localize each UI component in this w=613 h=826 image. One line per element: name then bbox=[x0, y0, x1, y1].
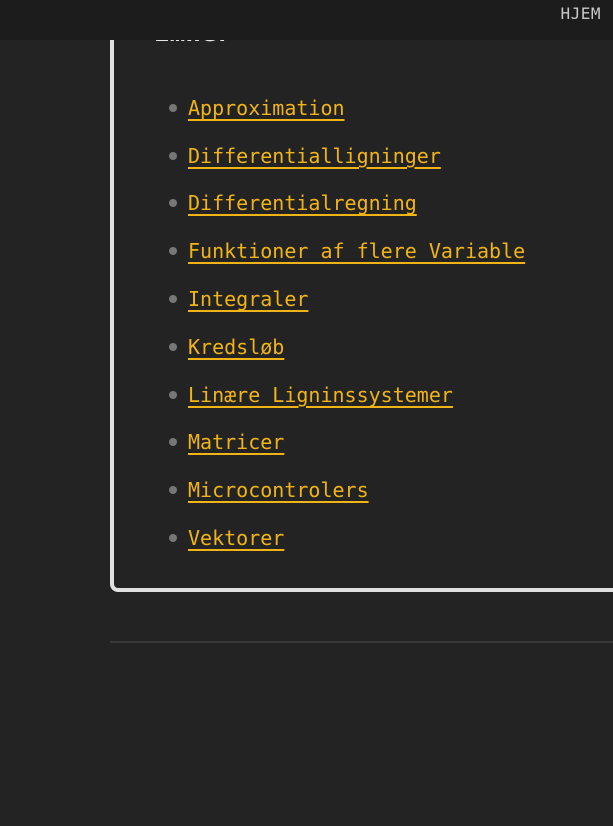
list-item: Differentialregning bbox=[114, 180, 525, 228]
bullet-icon bbox=[169, 342, 177, 351]
bullet-icon bbox=[169, 390, 177, 399]
home-link[interactable]: HJEM bbox=[560, 4, 601, 23]
topic-link-differentialregning[interactable]: Differentialregning bbox=[188, 191, 417, 216]
section-divider bbox=[110, 641, 613, 643]
list-item: Matricer bbox=[114, 419, 525, 467]
bullet-icon bbox=[169, 103, 177, 112]
list-item: Microcontrolers bbox=[114, 466, 525, 514]
list-item: Approximation bbox=[114, 84, 525, 132]
topic-link-funktioner-af-flere-variable[interactable]: Funktioner af flere Variable bbox=[188, 239, 526, 264]
topic-link-linaere-ligninssystemer[interactable]: Linære Ligninssystemer bbox=[188, 382, 453, 407]
topic-link-vektorer[interactable]: Vektorer bbox=[188, 526, 285, 551]
list-item: Differentialligninger bbox=[114, 132, 525, 180]
bullet-icon bbox=[169, 534, 177, 543]
bullet-icon bbox=[169, 438, 177, 447]
top-nav-bar: HJEM bbox=[0, 0, 613, 40]
topic-link-integraler[interactable]: Integraler bbox=[188, 287, 309, 312]
bullet-icon bbox=[169, 486, 177, 495]
topic-link-differentialligninger[interactable]: Differentialligninger bbox=[188, 143, 441, 168]
bullet-icon bbox=[169, 151, 177, 160]
bullet-icon bbox=[169, 199, 177, 208]
topic-link-approximation[interactable]: Approximation bbox=[188, 95, 345, 120]
topic-link-matricer[interactable]: Matricer bbox=[188, 430, 285, 455]
list-item: Linære Ligninssystemer bbox=[114, 371, 525, 419]
bullet-icon bbox=[169, 247, 177, 256]
topic-link-kredslob[interactable]: Kredsløb bbox=[188, 334, 285, 359]
topics-card: Emner Approximation Differentialligninge… bbox=[110, 0, 613, 592]
list-item: Vektorer bbox=[114, 514, 525, 562]
list-item: Kredsløb bbox=[114, 323, 525, 371]
list-item: Funktioner af flere Variable bbox=[114, 227, 525, 275]
topic-link-microcontrolers[interactable]: Microcontrolers bbox=[188, 478, 369, 503]
topic-list: Approximation Differentialligninger Diff… bbox=[114, 84, 525, 562]
list-item: Integraler bbox=[114, 275, 525, 323]
bullet-icon bbox=[169, 295, 177, 304]
